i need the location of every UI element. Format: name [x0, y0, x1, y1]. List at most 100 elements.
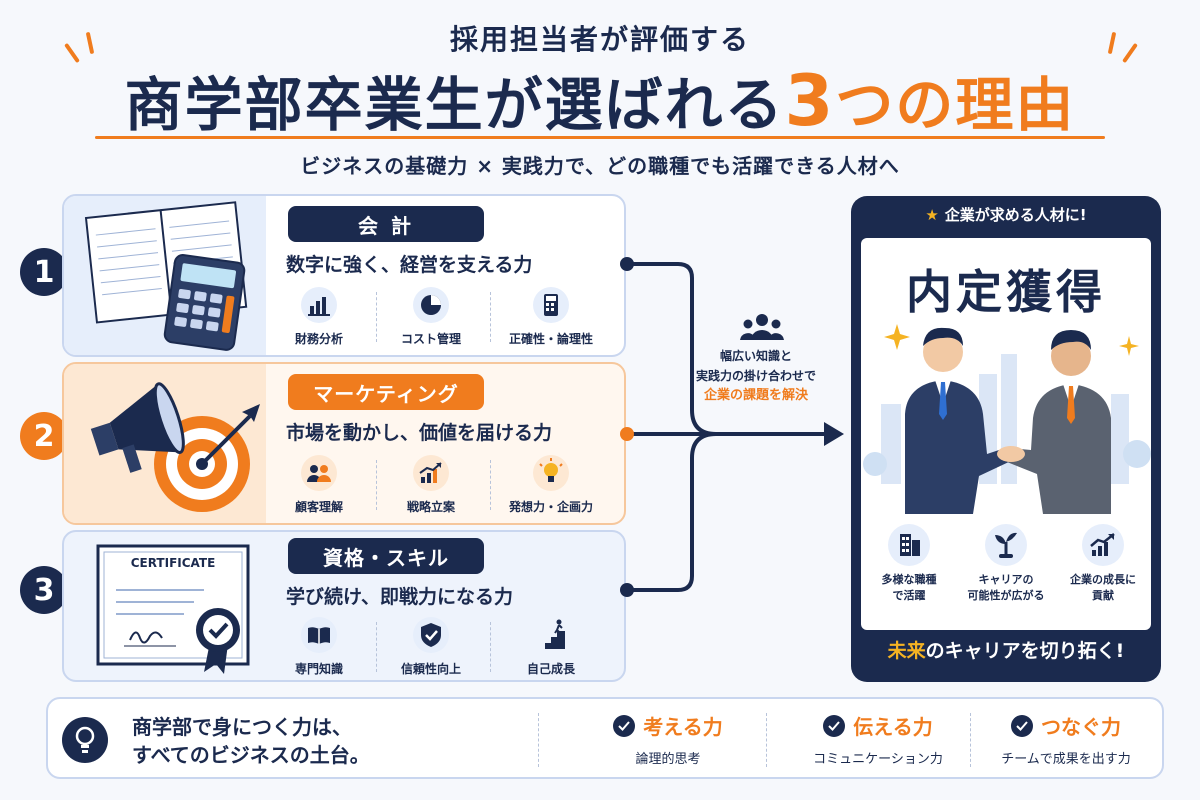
power-thinking: 考える力 論理的思考 [568, 711, 768, 767]
book-icon [300, 616, 338, 654]
title-underline [95, 136, 1105, 139]
summary-text: 商学部で身につく力は、 すべてのビジネスの土台。 [132, 713, 370, 769]
benefit-line2: 可能性が広がる [967, 589, 1045, 602]
benefit-company-growth: 企業の成長に貢献 [1055, 524, 1151, 604]
divider [538, 713, 539, 767]
check-icon [823, 714, 846, 737]
panel-desc-qualifications: 学び続け、即戦力になる力 [286, 586, 514, 608]
divider [490, 292, 491, 342]
reason-panel-qualifications: CERTIFICATE 資格・スキル 学び続け、即戦力になる力 専門知識 信頼性… [62, 530, 626, 682]
certificate-illustration: CERTIFICATE [64, 532, 266, 680]
feature-label: コスト管理 [400, 332, 461, 346]
people-icon [300, 454, 338, 492]
divider [376, 622, 377, 672]
connector-dot [620, 583, 634, 597]
feature-label: 自己成長 [526, 662, 575, 676]
middle-line1: 幅広い知識と [719, 349, 792, 363]
divider [766, 713, 767, 767]
power-sub: コミュニケーション力 [813, 752, 943, 767]
step-number-1: 1 [20, 248, 68, 296]
feature-cost-management: コスト管理 [376, 286, 486, 347]
middle-message: 幅広い知識と 実践力の掛け合わせで 企業の課題を解決 [676, 346, 836, 406]
step-number-2: 2 [20, 412, 68, 460]
power-connecting: つなぐ力 チームで成果を出す力 [966, 711, 1166, 767]
divider [376, 460, 377, 510]
check-icon [1011, 714, 1033, 737]
growth-chart-icon [1082, 524, 1124, 566]
power-communicating: 伝える力 コミュニケーション力 [778, 711, 978, 767]
feature-label: 財務分析 [294, 332, 343, 346]
card-footer-highlight: 未来 [887, 640, 926, 662]
power-title: つなぐ力 [1041, 715, 1121, 739]
feature-creativity-planning: 発想力・企画力 [496, 454, 606, 515]
tagline: ビジネスの基礎力 × 実践力で、どの職種でも活躍できる人材へ [300, 154, 900, 178]
feature-label: 信頼性向上 [400, 662, 461, 676]
benefit-line1: 多様な職種 [881, 573, 937, 586]
growth-chart-icon [412, 454, 450, 492]
divider [376, 292, 377, 342]
offer-title: 内定獲得 [906, 265, 1106, 319]
benefit-line1: キャリアの [978, 573, 1034, 586]
feature-label: 専門知識 [294, 662, 343, 676]
shield-check-icon [412, 616, 450, 654]
middle-highlight: 企業の課題を解決 [703, 388, 808, 403]
sprout-icon [985, 524, 1027, 566]
feature-label: 戦略立案 [406, 500, 455, 514]
benefit-career-possibilities: キャリアの可能性が広がる [958, 524, 1054, 604]
page-title: 商学部卒業生が選ばれる3つの理由 [0, 58, 1200, 142]
pill-marketing: マーケティング [288, 374, 484, 410]
feature-expertise: 専門知識 [264, 616, 374, 677]
pie-chart-icon [412, 286, 450, 324]
middle-line2: 実践力の掛け合わせで [695, 369, 816, 383]
reason-panel-accounting: 会 計 数字に強く、経営を支える力 財務分析 コスト管理 正確性・論理性 [62, 194, 626, 357]
card-footer-rest: のキャリアを切り拓く! [925, 640, 1125, 662]
power-sub: 論理的思考 [635, 752, 701, 767]
feature-trust: 信頼性向上 [376, 616, 486, 677]
megaphone-target-illustration [64, 364, 266, 523]
panel-desc-marketing: 市場を動かし、価値を届ける力 [286, 422, 553, 444]
pill-qualifications: 資格・スキル [288, 538, 484, 574]
building-icon [888, 524, 930, 566]
title-tail: つの理由 [835, 71, 1076, 139]
summary-bar: 商学部で身につく力は、 すべてのビジネスの土台。 考える力 論理的思考 伝える力… [46, 697, 1164, 779]
card-footer: 未来のキャリアを切り拓く! [851, 636, 1161, 663]
certificate-title: CERTIFICATE [130, 556, 216, 570]
connector-dot [620, 257, 634, 271]
divider [970, 713, 971, 767]
benefit-line2: 貢献 [1092, 589, 1114, 602]
card-header: ★ 企業が求める人材に! [851, 204, 1161, 225]
pill-accounting: 会 計 [288, 206, 484, 242]
step-number-3: 3 [20, 566, 68, 614]
benefit-label: 企業の成長に貢献 [1055, 572, 1151, 604]
summary-line2: すべてのビジネスの土台。 [132, 743, 370, 767]
check-icon [613, 714, 636, 737]
divider [490, 460, 491, 510]
feature-accuracy-logic: 正確性・論理性 [496, 286, 606, 347]
calculator-icon [532, 286, 570, 324]
power-sub: チームで成果を出す力 [1001, 752, 1131, 767]
benefit-label: 多様な職種で活躍 [861, 572, 957, 604]
feature-strategy-planning: 戦略立案 [376, 454, 486, 515]
star-icon: ★ [925, 206, 939, 224]
stairs-climb-icon [532, 616, 570, 654]
team-icon [740, 312, 784, 346]
reason-panel-marketing: マーケティング 市場を動かし、価値を届ける力 顧客理解 戦略立案 発想力・企画力 [62, 362, 626, 525]
connector-dot [620, 427, 634, 441]
offer-card-body: 内定獲得 多様な職種で活躍 キャリアの可能性が広がる [861, 238, 1151, 630]
feature-self-growth: 自己成長 [496, 616, 606, 677]
card-header-text: 企業が求める人材に! [944, 206, 1087, 224]
ledger-calculator-illustration [64, 196, 266, 355]
power-title: 伝える力 [853, 715, 933, 739]
lightbulb-icon [532, 454, 570, 492]
feature-customer-understanding: 顧客理解 [264, 454, 374, 515]
summary-line1: 商学部で身につく力は、 [132, 715, 352, 739]
benefit-line1: 企業の成長に [1070, 573, 1136, 586]
power-title: 考える力 [643, 715, 723, 739]
feature-financial-analysis: 財務分析 [264, 286, 374, 347]
feature-label: 正確性・論理性 [508, 332, 593, 346]
feature-label: 顧客理解 [294, 500, 343, 514]
lightbulb-icon [62, 717, 108, 763]
benefit-line2: で活躍 [892, 589, 926, 602]
benefit-diverse-roles: 多様な職種で活躍 [861, 524, 957, 604]
handshake-illustration [863, 324, 1151, 514]
